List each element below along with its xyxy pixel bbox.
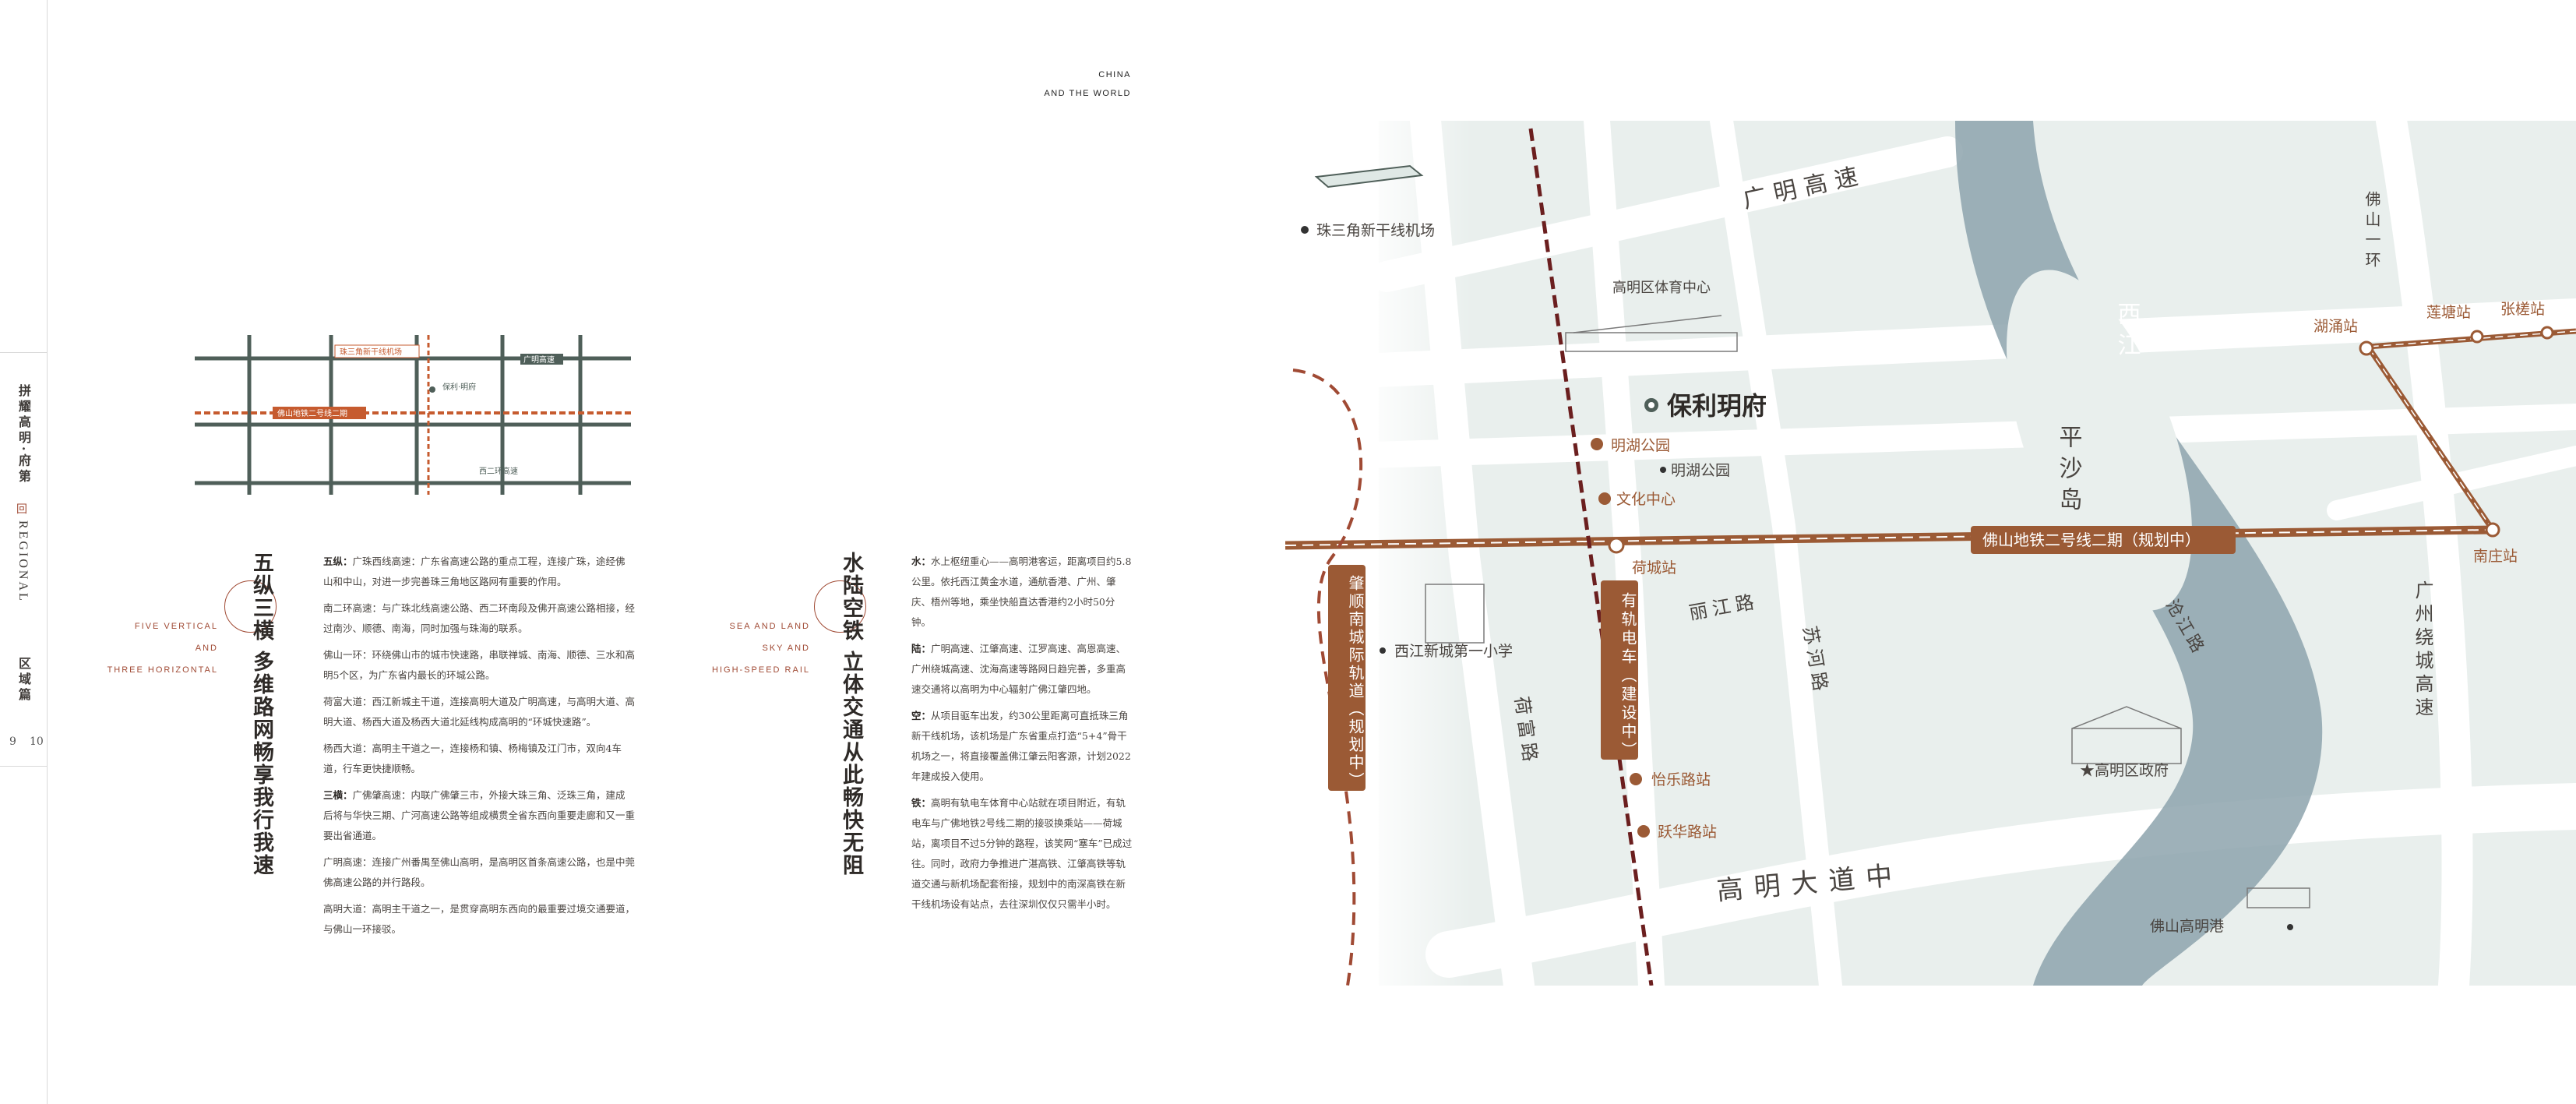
section1-en-3: THREE HORIZONTAL bbox=[107, 665, 218, 675]
sidebar-title-box: 拼耀高明·府第 回 REGIONAL 区域篇 bbox=[0, 352, 47, 767]
section2-body: 水：水上枢纽重心——高明港客运，距离项目约5.8公里。依托西江黄金水道，通航香港… bbox=[911, 552, 1133, 921]
section2-en: SEA AND LAND SKY AND HIGH-SPEED RAIL bbox=[685, 615, 810, 681]
mini-label-guangming: 广明高速 bbox=[523, 354, 555, 365]
map-label-yuehua: 跃华路站 bbox=[1658, 824, 1717, 841]
section-cn: 区域篇 bbox=[16, 657, 31, 704]
map-label-yile: 怡乐路站 bbox=[1651, 771, 1711, 788]
mini-label-airport: 珠三角新干线机场 bbox=[340, 347, 402, 357]
map-label-hecheng: 荷城站 bbox=[1632, 559, 1676, 577]
section1-en-1: FIVE VERTICAL bbox=[134, 622, 218, 631]
building-icons bbox=[1425, 315, 2310, 908]
section2-en-3: HIGH-SPEED RAIL bbox=[712, 665, 810, 675]
area-map: 珠三角新干线机场 广明高速 高明区体育中心 保利玥府 明湖公园 明湖公园 文化中… bbox=[1285, 121, 2576, 986]
mini-label-foshan-line: 佛山地铁二号线二期 bbox=[277, 408, 347, 418]
section1-en: FIVE VERTICAL AND THREE HORIZONTAL bbox=[93, 615, 218, 681]
map-label-zhangzhen: 张槎站 bbox=[2500, 301, 2545, 318]
section1-en-2: AND bbox=[195, 644, 218, 653]
mini-project-dot bbox=[429, 386, 435, 393]
map-label-ring1: 佛山一环 bbox=[2363, 191, 2381, 272]
section1-body: 五纵：广珠西线高速：广东省高速公路的重点工程，连接广珠，途经佛山和中山，对进一步… bbox=[323, 552, 635, 946]
section-mark: 回 bbox=[16, 503, 27, 516]
section1-para-8: 高明大道：高明主干道之一，是贯穿高明东西向的最重要过境交通要道，与佛山一环接驳。 bbox=[323, 903, 636, 935]
corner-text: CHINA AND THE WORLD bbox=[1005, 65, 1131, 103]
section2-title-line2: 立体交通从此畅快无阻 bbox=[839, 651, 863, 877]
map-label-sports: 高明区体育中心 bbox=[1612, 280, 1711, 296]
sidebar: 拼耀高明·府第 回 REGIONAL 区域篇 9 10 bbox=[0, 0, 48, 1104]
map-label-port: 佛山高明港 bbox=[2150, 918, 2224, 935]
section-en: REGIONAL bbox=[16, 520, 30, 603]
map-label-school: 西江新城第一小学 bbox=[1394, 643, 1513, 660]
map-label-zhaoshun: 肇顺南城际轨道（规划中） bbox=[1346, 575, 1365, 790]
map-label-guangzhou: 广州绕城高速 bbox=[2412, 580, 2433, 721]
section2-para-1: 水：水上枢纽重心——高明港客运，距离项目约5.8公里。依托西江黄金水道，通航香港… bbox=[911, 556, 1132, 628]
page-number-left: 9 bbox=[9, 735, 16, 748]
mini-label-poly: 保利·明府 bbox=[442, 382, 476, 392]
map-label-metro: 佛山地铁二号线二期（规划中） bbox=[1982, 531, 2201, 549]
section2-para-4: 铁：高明有轨电车体育中心站就在项目附近，有轨电车与广佛地铁2号线二期的接驳换乘站… bbox=[911, 797, 1133, 910]
section2-para-2: 陆：广明高速、江肇高速、江罗高速、高恩高速、广州绕城高速、沈海高速等路网日趋完善… bbox=[911, 643, 1126, 695]
section1-title-line2: 多维路网畅享我行我速 bbox=[249, 651, 273, 877]
section1-para-3: 佛山一环：环绕佛山市的城市快速路，串联禅城、南海、顺德、三水和高明5个区，为广东… bbox=[323, 649, 636, 681]
page-number-right: 10 bbox=[30, 735, 44, 748]
map-label-gov: ★高明区政府 bbox=[2080, 762, 2169, 779]
section1-para-4: 荷富大道：西江新城主干道，连接高明大道及广明高速，与高明大道、高明大道、杨西大道… bbox=[323, 696, 636, 728]
map-label-mingpark: 明湖公园 bbox=[1671, 462, 1730, 479]
section2-en-2: SKY AND bbox=[762, 644, 810, 653]
section1-para-2: 南二环高速：与广珠北线高速公路、西二环南段及佛开高速公路相接，经过南沙、顺德、南… bbox=[323, 602, 636, 634]
map-label-pingsha: 平沙岛 bbox=[2055, 425, 2082, 518]
section1-title-line1: 五纵三横 bbox=[249, 552, 273, 642]
corner-line2: AND THE WORLD bbox=[1044, 89, 1131, 98]
vertical-title: 拼耀高明·府第 bbox=[16, 384, 31, 485]
mini-label-ring2: 西二环高速 bbox=[479, 466, 518, 476]
section2-title-line1: 水陆空铁 bbox=[839, 552, 863, 642]
section1-circle bbox=[224, 580, 277, 633]
map-label-mingpark-station: 明湖公园 bbox=[1611, 437, 1670, 454]
pingsha-island bbox=[2007, 270, 2192, 611]
tram-line bbox=[1528, 128, 1654, 986]
section1-para-6: 三横：广佛肇高速：内联广佛肇三市，外接大珠三角、泛珠三角，建成后将与华快三期、广… bbox=[323, 789, 636, 841]
zhaoshun-line bbox=[1292, 369, 1363, 986]
section2-title: 水陆空铁 立体交通从此畅快无阻 bbox=[837, 552, 864, 876]
map-label-lianfeng: 莲塘站 bbox=[2426, 304, 2471, 321]
section2-en-1: SEA AND LAND bbox=[729, 622, 810, 631]
map-label-airport: 珠三角新干线机场 bbox=[1316, 222, 1435, 239]
section1-para-7: 广明高速：连接广州番禺至佛山高明，是高明区首条高速公路，也是中莞佛高速公路的并行… bbox=[323, 856, 636, 888]
section2-circle bbox=[814, 580, 866, 633]
mini-road-map: 珠三角新干线机场 佛山地铁二号线二期 广明高速 保利·明府 西二环高速 bbox=[195, 335, 631, 495]
map-label-tram: 有轨电车（建设中） bbox=[1619, 592, 1637, 760]
corner-line1: CHINA bbox=[1098, 70, 1131, 79]
section2-para-3: 空：从项目驱车出发，约30公里距离可直抵珠三角新干线机场，该机场是广东省重点打造… bbox=[911, 710, 1131, 782]
map-label-huqing: 湖涌站 bbox=[2313, 318, 2358, 335]
section1-para-1: 五纵：广珠西线高速：广东省高速公路的重点工程，连接广珠，途经佛山和中山，对进一步… bbox=[323, 556, 625, 587]
map-label-xijiang: 西江 bbox=[2113, 302, 2141, 364]
section1-title: 五纵三横 多维路网畅享我行我速 bbox=[248, 552, 274, 876]
map-label-nanzhuang: 南庄站 bbox=[2473, 548, 2518, 565]
airplane-icon bbox=[1314, 164, 1424, 189]
map-label-project: 保利玥府 bbox=[1667, 391, 1767, 421]
map-label-culture: 文化中心 bbox=[1616, 491, 1676, 508]
section1-para-5: 杨西大道：高明主干道之一，连接杨和镇、杨梅镇及江门市，双向4车道，行车更快捷顺畅… bbox=[323, 742, 622, 774]
